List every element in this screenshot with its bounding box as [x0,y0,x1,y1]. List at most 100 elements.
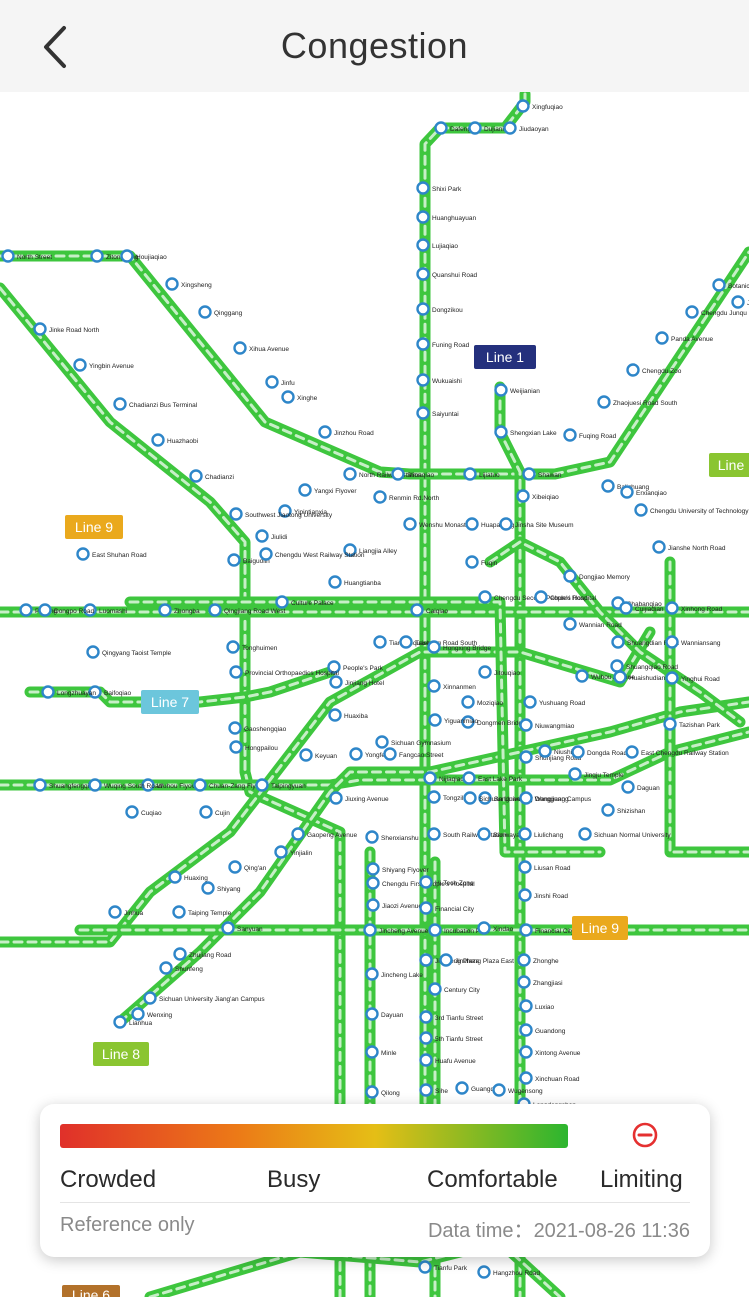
station-marker[interactable] [120,249,134,263]
station-marker[interactable] [265,375,279,389]
station-marker[interactable] [327,660,341,674]
station-marker[interactable] [229,507,243,521]
station-marker[interactable] [329,791,343,805]
station-marker[interactable] [193,778,207,792]
station-marker[interactable] [365,1045,379,1059]
station-label[interactable]: Tazishan Park [679,722,721,729]
station-marker[interactable] [477,827,491,841]
station-marker[interactable] [259,547,273,561]
station-label[interactable]: 3rd Tianfu Street [435,1015,483,1022]
station-label[interactable]: Moziqiao [477,700,503,707]
station-marker[interactable] [343,543,357,557]
station-label[interactable]: East Shuhan Road [92,552,147,559]
station-label[interactable]: Qilong [381,1090,400,1097]
station-label[interactable]: Liangjia Alley [359,548,398,555]
station-label[interactable]: Dongda Road [587,750,627,757]
station-label[interactable]: Cuijiadian [635,606,664,613]
station-label[interactable]: North Railway Station [359,472,422,479]
station-marker[interactable] [427,790,441,804]
station-marker[interactable] [291,827,305,841]
station-marker[interactable] [519,718,533,732]
station-marker[interactable] [365,1085,379,1099]
station-marker[interactable] [199,805,213,819]
station-label[interactable]: Hongxing Bridge [443,645,491,652]
station-label[interactable]: Wugensong [508,1088,543,1095]
station-marker[interactable] [652,540,666,554]
station-label[interactable]: Daguan [637,785,660,792]
station-label[interactable]: Wenshu Monastery [419,522,476,529]
station-marker[interactable] [255,529,269,543]
station-label[interactable]: Botanical Garden [728,283,749,290]
station-label[interactable]: Yushuang Road [539,700,586,707]
station-label[interactable]: Jincheng Plaza [435,958,479,965]
station-label[interactable]: Houjiaqiao [136,254,167,261]
station-marker[interactable] [571,745,585,759]
station-label[interactable]: Sichuan Normal University [594,832,671,839]
line-badge[interactable] [62,1285,120,1297]
station-marker[interactable] [1,249,15,263]
station-marker[interactable] [221,921,235,935]
station-marker[interactable] [416,406,430,420]
station-label[interactable]: Jinsha Site Museum [515,522,574,529]
station-label[interactable]: Xinhong Road [681,606,723,613]
station-label[interactable]: Zhujiang Road [189,952,232,959]
station-label[interactable]: 5th Tianfu Street [435,1036,483,1043]
station-marker[interactable] [173,947,187,961]
station-marker[interactable] [575,669,589,683]
station-marker[interactable] [274,845,288,859]
station-label[interactable]: Jiudaoyan [519,126,549,133]
station-label[interactable]: Xingsheng [181,282,212,289]
station-label[interactable]: Xinghe [297,395,318,402]
station-label[interactable]: Yangxi Flyover [314,488,357,495]
station-marker[interactable] [478,590,492,604]
station-label[interactable]: Huaishudian [629,675,666,682]
station-marker[interactable] [428,923,442,937]
station-marker[interactable] [465,555,479,569]
station-label[interactable]: Quanshui Road [432,272,478,279]
station-label[interactable]: East Chengdu Railway Station [641,750,729,757]
station-label[interactable]: Dongjiao Memory [579,574,631,581]
station-label[interactable]: Tianfu Park [434,1265,468,1272]
line-badge[interactable] [65,515,123,539]
station-marker[interactable] [685,305,699,319]
station-marker[interactable] [416,238,430,252]
station-marker[interactable] [349,747,363,761]
station-label[interactable]: Shiyang [217,886,241,893]
station-marker[interactable] [141,778,155,792]
station-marker[interactable] [88,778,102,792]
station-marker[interactable] [416,302,430,316]
station-marker[interactable] [519,1045,533,1059]
station-marker[interactable] [428,982,442,996]
station-marker[interactable] [492,1083,506,1097]
station-label[interactable]: Provincial Orthopaedics Hospital [245,670,339,677]
station-marker[interactable] [601,803,615,817]
station-marker[interactable] [343,467,357,481]
station-label[interactable]: Saiyuntai [432,411,459,418]
station-label[interactable]: Jianshe North Road [668,545,726,552]
station-label[interactable]: East Lake Park [478,776,523,783]
station-label[interactable]: Gaoshengqiao [244,726,287,733]
station-marker[interactable] [468,121,482,135]
station-marker[interactable] [208,603,222,617]
station-label[interactable]: Xindao [493,926,514,933]
station-marker[interactable] [519,1071,533,1085]
station-label[interactable]: Chengdu Junqu General Hospital [701,310,749,317]
station-label[interactable]: Huaxing [184,875,208,882]
station-marker[interactable] [419,901,433,915]
station-marker[interactable] [88,685,102,699]
station-label[interactable]: Sanyuan [237,926,263,933]
station-marker[interactable] [427,640,441,654]
station-label[interactable]: Shenxianshu [381,835,419,842]
station-marker[interactable] [461,715,475,729]
station-label[interactable]: Southwest Jiaotong University [245,512,333,519]
station-label[interactable]: Chengdu Zoo [642,368,682,375]
station-label[interactable]: Tonghuimen [242,645,278,652]
station-label[interactable]: Shengxian Lake [510,430,557,437]
station-marker[interactable] [281,390,295,404]
station-marker[interactable] [365,830,379,844]
station-marker[interactable] [534,590,548,604]
back-button[interactable] [34,24,78,70]
station-marker[interactable] [518,827,532,841]
station-marker[interactable] [399,635,413,649]
